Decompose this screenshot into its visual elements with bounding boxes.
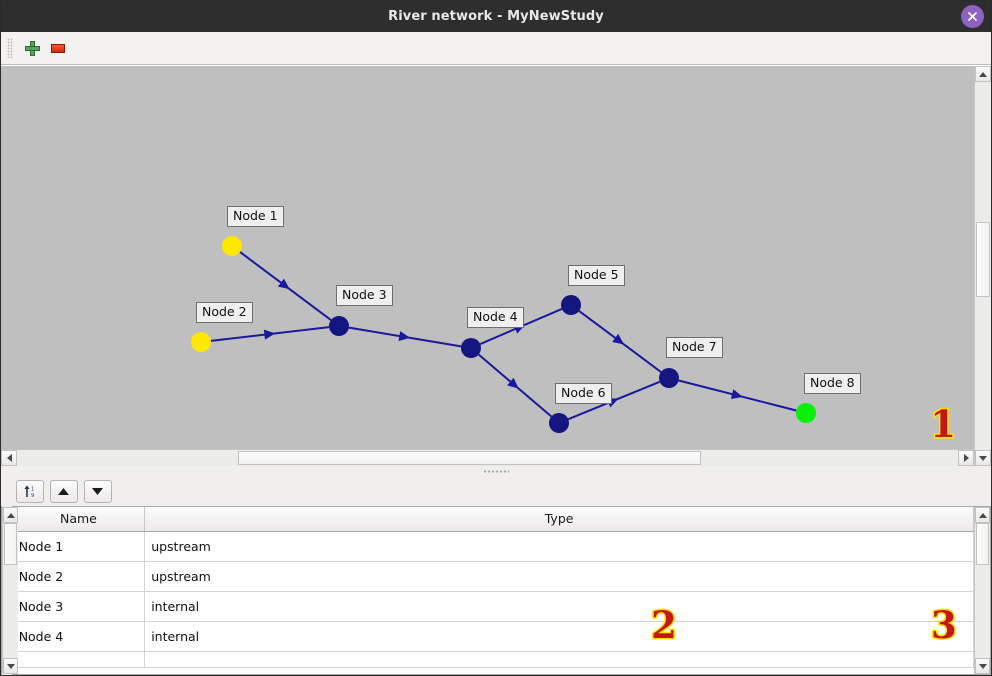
graph-node[interactable] (659, 368, 679, 388)
nodes-scroll-down-icon[interactable] (975, 658, 990, 674)
scroll-down-icon[interactable] (975, 450, 991, 466)
nodes-vertical-scrollbar[interactable] (974, 507, 990, 674)
plus-icon (25, 40, 40, 56)
graph-node-label[interactable]: Node 3 (336, 285, 393, 306)
table-cell[interactable]: Node 2 (12, 561, 146, 592)
nodes-toolbar: 1 9 (12, 476, 991, 506)
graph-node-label[interactable]: Node 6 (555, 383, 612, 404)
table-cell[interactable]: Node 3 (12, 591, 146, 622)
column-header[interactable]: Name (12, 507, 146, 532)
table-cell[interactable]: internal (144, 591, 974, 622)
graph-edge-arrow-icon (263, 329, 276, 340)
graph-edge-arrow-icon (398, 331, 411, 341)
graph-node-label[interactable]: Node 5 (568, 265, 625, 286)
table-cell[interactable]: upstream (144, 531, 974, 562)
graph-horizontal-scrollbar[interactable] (1, 449, 974, 466)
triangle-up-icon (58, 487, 70, 495)
nodes-panel: 1 9 (11, 476, 991, 675)
network-graph-canvas[interactable]: Node 1 Node 2 Node 3 Node 4 Node 5 Node 6 Node… (1, 66, 974, 449)
move-up-button[interactable] (49, 479, 78, 503)
graph-nodes (191, 236, 816, 433)
nodes-vscroll-track[interactable] (975, 523, 990, 658)
graph-node[interactable] (191, 332, 211, 352)
graph-panel: Node 1 Node 2 Node 3 Node 4 Node 5 Node 6 Node… (1, 65, 991, 466)
table-cell[interactable]: Node 4 (12, 621, 146, 652)
graph-edge-arrow-icon (507, 377, 519, 389)
sort-button[interactable]: 1 9 (15, 479, 44, 503)
graph-node-label[interactable]: Node 2 (196, 302, 253, 323)
graph-vscroll-thumb[interactable] (976, 222, 990, 297)
title-bar: River network - MyNewStudy (1, 1, 991, 32)
reaches-scroll-down-icon[interactable] (3, 658, 18, 674)
nodes-scroll-up-icon[interactable] (975, 507, 990, 523)
table-cell[interactable] (12, 651, 146, 668)
graph-edge-arrow-icon (612, 333, 625, 345)
sort-ascending-icon: 1 9 (24, 484, 34, 499)
table-cell[interactable]: Node 1 (12, 531, 146, 562)
graph-node[interactable] (549, 413, 569, 433)
nodes-vscroll-thumb[interactable] (976, 523, 989, 565)
graph-edge-arrow-icon (277, 278, 290, 290)
svg-text:1: 1 (31, 486, 34, 492)
reaches-vertical-scrollbar[interactable] (2, 507, 18, 674)
close-icon[interactable] (961, 5, 984, 28)
table-row-empty[interactable] (12, 651, 974, 668)
network-graph-svg (191, 236, 816, 433)
bottom-panels: 1 9 (1, 476, 991, 675)
graph-node[interactable] (222, 236, 242, 256)
table-cell[interactable] (144, 651, 974, 668)
main-toolbar (1, 32, 991, 65)
graph-edge-arrow-icon (730, 389, 743, 399)
graph-node[interactable] (461, 338, 481, 358)
graph-node-label[interactable]: Node 7 (666, 337, 723, 358)
svg-text:9: 9 (31, 493, 34, 499)
graph-vertical-scrollbar[interactable] (974, 66, 991, 466)
graph-node-label[interactable]: Node 8 (804, 373, 861, 394)
remove-button[interactable] (45, 35, 71, 61)
reaches-vscroll-track[interactable] (3, 523, 18, 658)
move-down-button[interactable] (83, 479, 112, 503)
minus-box-icon (51, 43, 65, 53)
reaches-vscroll-thumb[interactable] (4, 523, 17, 565)
scroll-left-icon[interactable] (1, 450, 17, 466)
window-title: River network - MyNewStudy (388, 9, 604, 24)
scroll-right-icon[interactable] (958, 450, 974, 466)
splitter-grip-icon (483, 469, 509, 473)
table-cell[interactable]: internal (144, 621, 974, 652)
reaches-scroll-up-icon[interactable] (3, 507, 18, 523)
graph-hscroll-thumb[interactable] (238, 451, 701, 465)
scroll-up-icon[interactable] (975, 66, 991, 82)
add-button[interactable] (19, 35, 45, 61)
toolbar-drag-handle[interactable] (7, 38, 13, 58)
graph-node-label[interactable]: Node 1 (227, 206, 284, 227)
graph-hscroll-track[interactable] (17, 450, 958, 466)
graph-node[interactable] (329, 316, 349, 336)
horizontal-splitter[interactable] (1, 466, 991, 476)
graph-node-label[interactable]: Node 4 (467, 307, 524, 328)
graph-vscroll-track[interactable] (975, 82, 991, 450)
graph-node[interactable] (796, 403, 816, 423)
table-cell[interactable]: upstream (144, 561, 974, 592)
column-header[interactable]: Type (144, 507, 974, 532)
graph-node[interactable] (561, 295, 581, 315)
triangle-down-icon (92, 487, 104, 495)
graph-edges (210, 251, 797, 421)
